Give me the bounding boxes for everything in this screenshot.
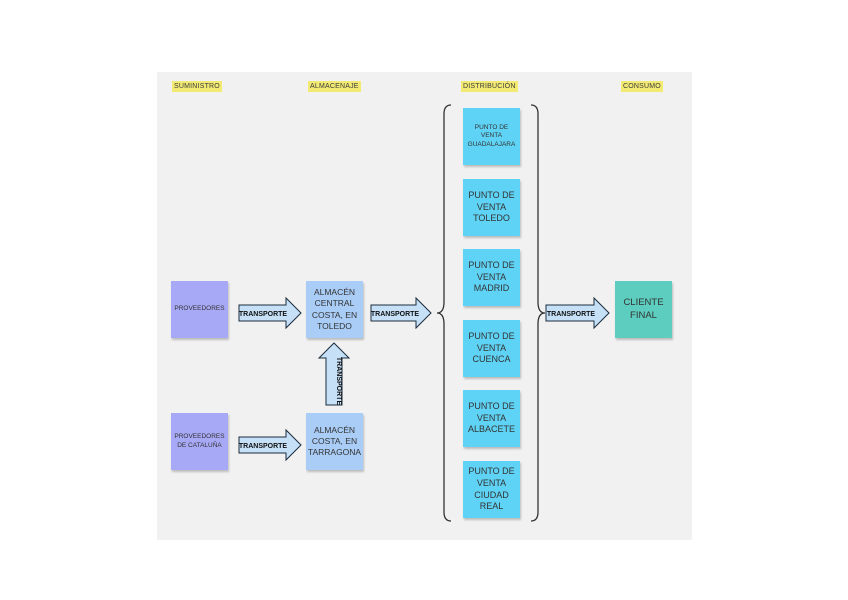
note-pv-cuenca: PUNTO DE VENTA CUENCA	[463, 320, 520, 377]
note-pv-guadalajara: PUNTO DE VENTA GUADALAJARA	[463, 108, 520, 165]
arrow-label: TRANSPORTE	[547, 311, 596, 318]
note-proveedores: PROVEEDORES	[171, 281, 228, 338]
header-consumo: CONSUMO	[621, 81, 663, 92]
note-almacen-central: ALMACÉN CENTRAL COSTA, EN TOLEDO	[306, 281, 363, 338]
arrow-label: TRANSPORTE	[335, 357, 342, 406]
arrow-proveedores-to-almacen: TRANSPORTE	[238, 296, 302, 330]
arrow-cataluna-to-tarragona: TRANSPORTE	[238, 428, 302, 462]
arrow-label: TRANSPORTE	[371, 311, 420, 318]
note-proveedores-cataluna: PROVEEDORES DE CATALUÑA	[171, 413, 228, 470]
header-distribucion: DISTRIBUCIÓN	[461, 81, 518, 92]
note-cliente-final: CLIENTE FINAL	[615, 281, 672, 338]
arrow-label: TRANSPORTE	[239, 443, 288, 450]
note-pv-toledo: PUNTO DE VENTA TOLEDO	[463, 179, 520, 236]
left-brace	[436, 104, 452, 522]
arrow-tarragona-to-central: TRANSPORTE	[317, 342, 351, 406]
header-suministro: SUMINISTRO	[172, 81, 222, 92]
note-pv-albacete: PUNTO DE VENTA ALBACETE	[463, 390, 520, 447]
arrow-distribucion-to-cliente: TRANSPORTE	[545, 296, 610, 330]
arrow-label: TRANSPORTE	[239, 311, 288, 318]
note-pv-madrid: PUNTO DE VENTA MADRID	[463, 249, 520, 306]
note-almacen-tarragona: ALMACÉN COSTA, EN TARRAGONA	[306, 413, 363, 470]
right-brace	[530, 104, 546, 522]
arrow-almacen-to-distribucion: TRANSPORTE	[370, 296, 432, 330]
note-pv-ciudad-real: PUNTO DE VENTA CIUDAD REAL	[463, 461, 520, 518]
header-almacenaje: ALMACENAJE	[308, 81, 361, 92]
